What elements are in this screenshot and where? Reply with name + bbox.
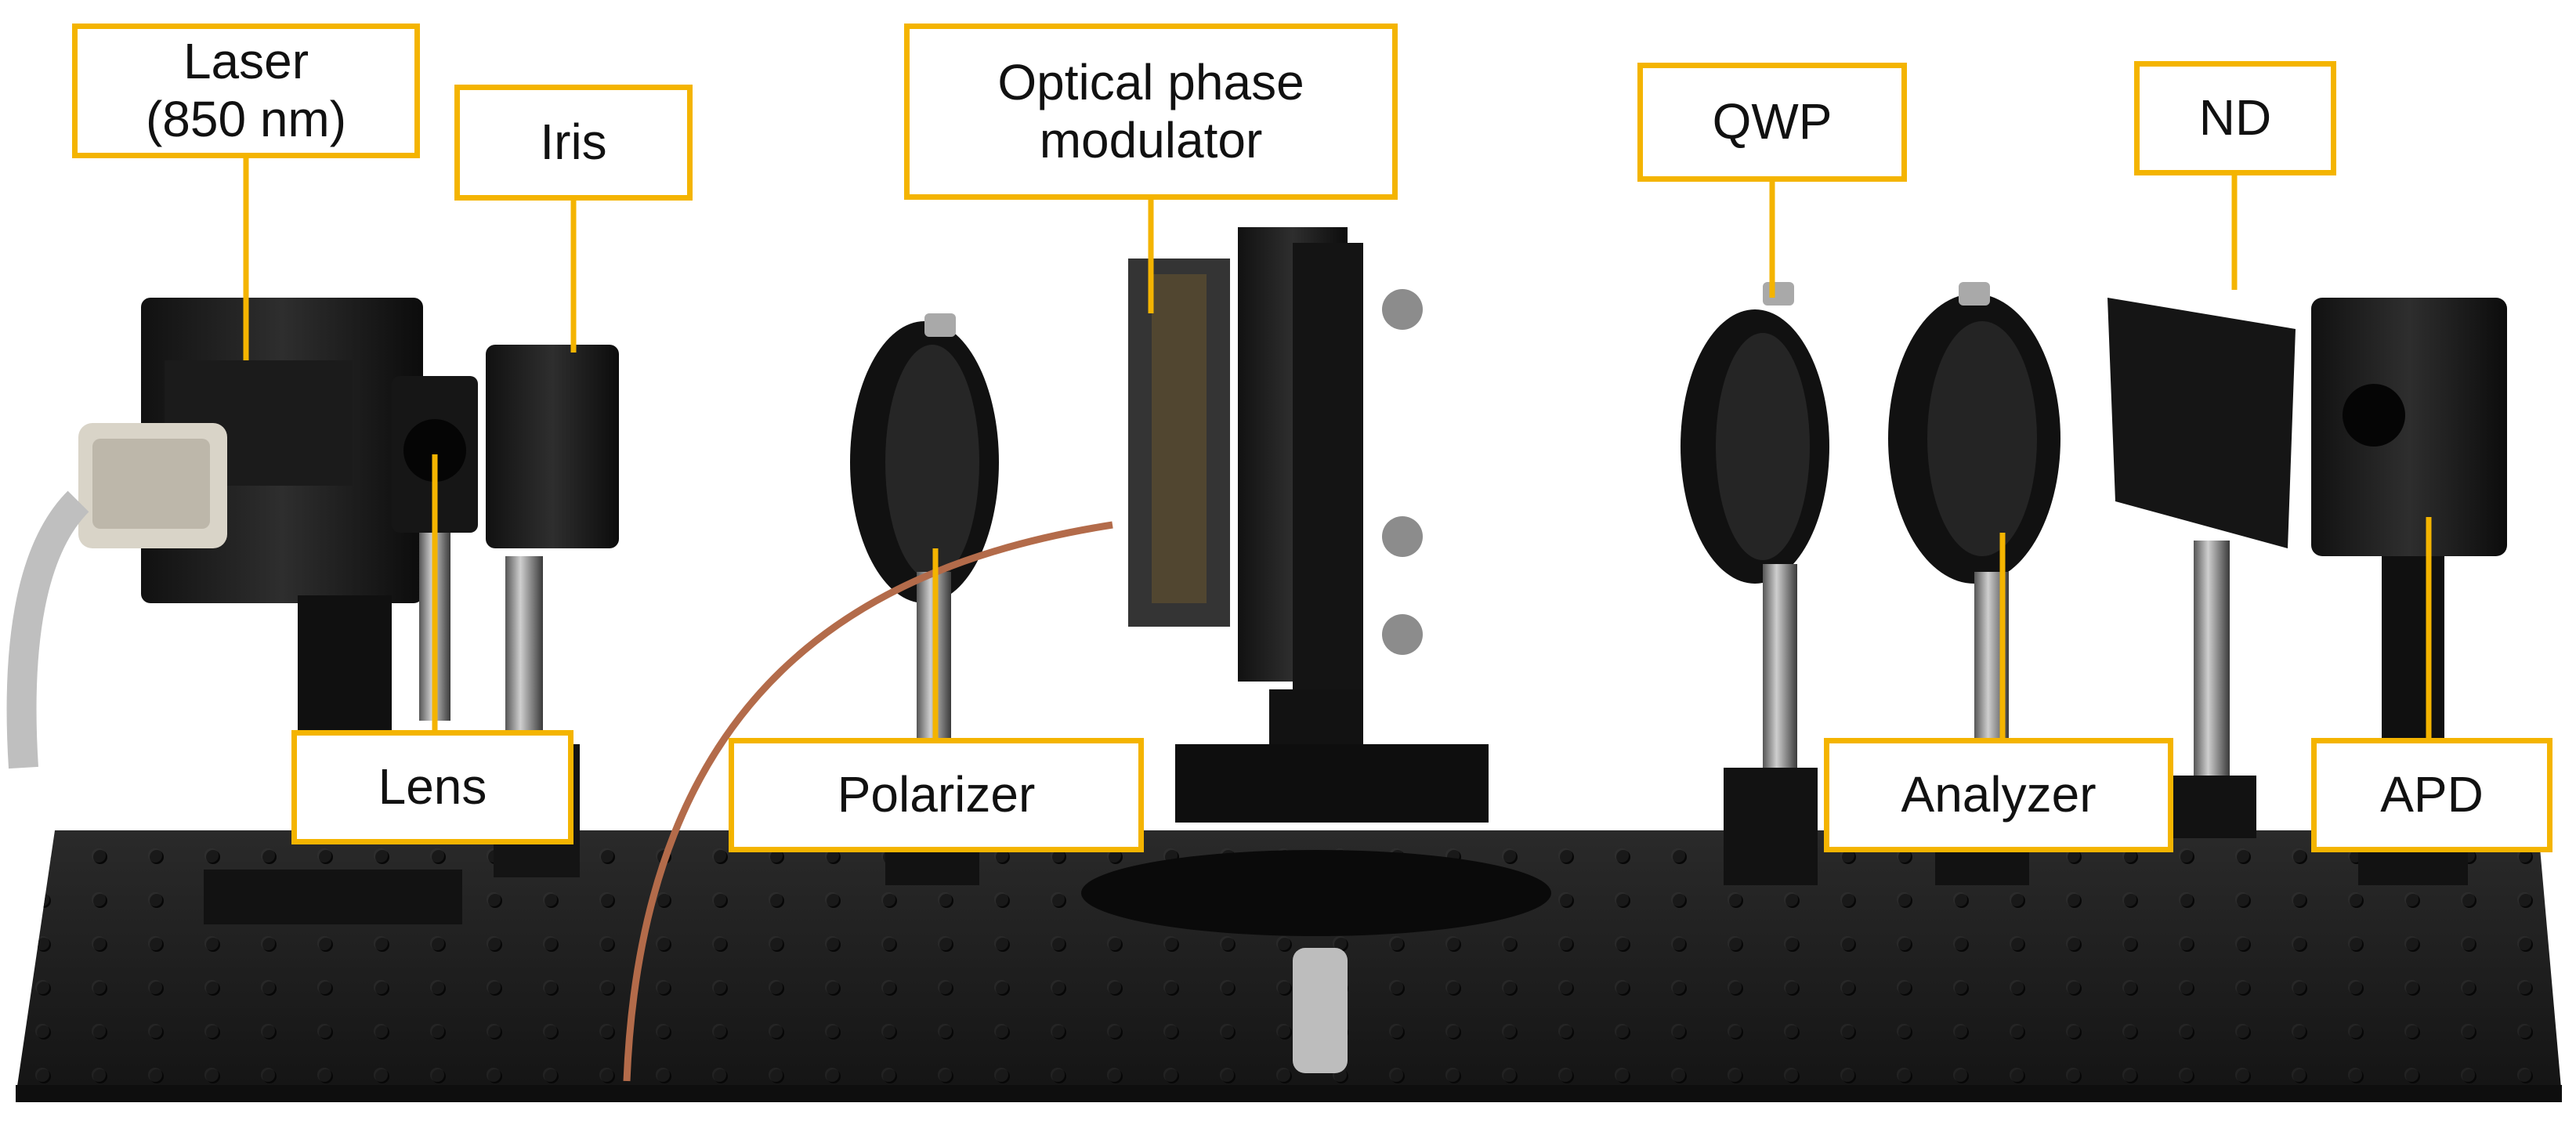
polarizer-label: Polarizer [729,738,1144,852]
callout-lines [243,158,2432,738]
nd-filter-mount [2107,298,2296,838]
nd-label: ND [2134,61,2336,175]
qwp-mount [1681,282,1829,885]
iris-label: Iris [454,85,693,201]
lens-label: Lens [291,730,573,844]
phase-modulator-mount [623,227,1551,1082]
analyzer-label: Analyzer [1824,738,2173,852]
optical-phase-modulator-label: Optical phase modulator [904,24,1398,200]
apd-label: APD [2311,738,2552,852]
laser-label: Laser (850 nm) [72,24,420,158]
qwp-label: QWP [1637,63,1907,182]
laser-unit [6,298,462,924]
